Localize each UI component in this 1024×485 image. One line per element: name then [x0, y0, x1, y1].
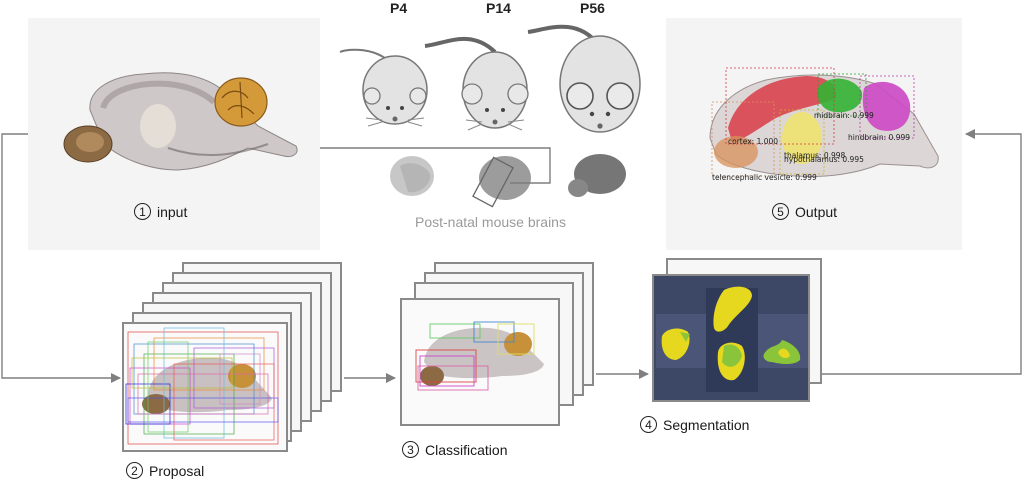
detection-label-hindbrain: hindbrain: 0.999 — [848, 133, 910, 142]
output-panel: midbrain: 0.999 hindbrain: 0.999 cortex:… — [666, 18, 962, 250]
step-3-label: 3 Classification — [402, 441, 507, 458]
step-title: Segmentation — [663, 416, 750, 433]
segmentation-masks — [656, 286, 808, 392]
detection-label-cortex: cortex: 1.000 — [728, 137, 778, 146]
step-number: 5 — [772, 203, 789, 220]
segmentation-frame — [652, 274, 810, 402]
mouse-brain-samples — [390, 154, 626, 208]
classification-frame — [400, 298, 560, 426]
step-number: 3 — [402, 441, 419, 458]
age-label-p14: P14 — [486, 0, 511, 16]
age-label-p4: P4 — [390, 0, 408, 16]
sagittal-brain-section — [63, 72, 298, 171]
input-panel: 1 input — [28, 18, 320, 250]
age-label-p56: P56 — [580, 0, 605, 16]
step-number: 1 — [134, 203, 151, 220]
step-number: 2 — [126, 462, 143, 479]
arrow-input-to-proposal — [1, 133, 121, 383]
step-2-label: 2 Proposal — [126, 462, 204, 479]
step-title: Proposal — [149, 462, 205, 479]
classified-boxes — [415, 321, 544, 391]
mouse-p56-icon — [527, 24, 641, 133]
detection-label-hypothalamus: hypothalamus: 0.995 — [784, 155, 864, 164]
step-1-label: 1 input — [134, 203, 187, 220]
mouse-p14-icon — [424, 36, 529, 131]
mouse-brains-caption: Post-natal mouse brains — [415, 214, 566, 230]
step-title: input — [157, 203, 188, 220]
mouse-illustrations — [339, 24, 641, 133]
detection-label-midbrain: midbrain: 0.999 — [814, 111, 874, 120]
mouse-p4-icon — [339, 48, 428, 127]
detection-label-telencephalic-vesicle: telencephalic vesicle: 0.999 — [712, 173, 817, 182]
brain-p56-icon — [568, 154, 626, 197]
region-proposal-boxes — [125, 327, 279, 445]
arrow-segmentation-to-output — [822, 129, 1022, 375]
step-title: Classification — [425, 441, 508, 458]
brain-p14-icon — [472, 156, 531, 208]
step-5-label: 5 Output — [772, 203, 837, 220]
step-4-label: 4 Segmentation — [640, 416, 749, 433]
step-number: 4 — [640, 416, 657, 433]
detection-label-thalamus: thalamus: 0.998 — [784, 151, 846, 160]
step-title: Output — [795, 203, 838, 220]
segmented-brain-output: midbrain: 0.999 hindbrain: 0.999 cortex:… — [709, 67, 939, 182]
proposal-frame — [122, 322, 288, 452]
